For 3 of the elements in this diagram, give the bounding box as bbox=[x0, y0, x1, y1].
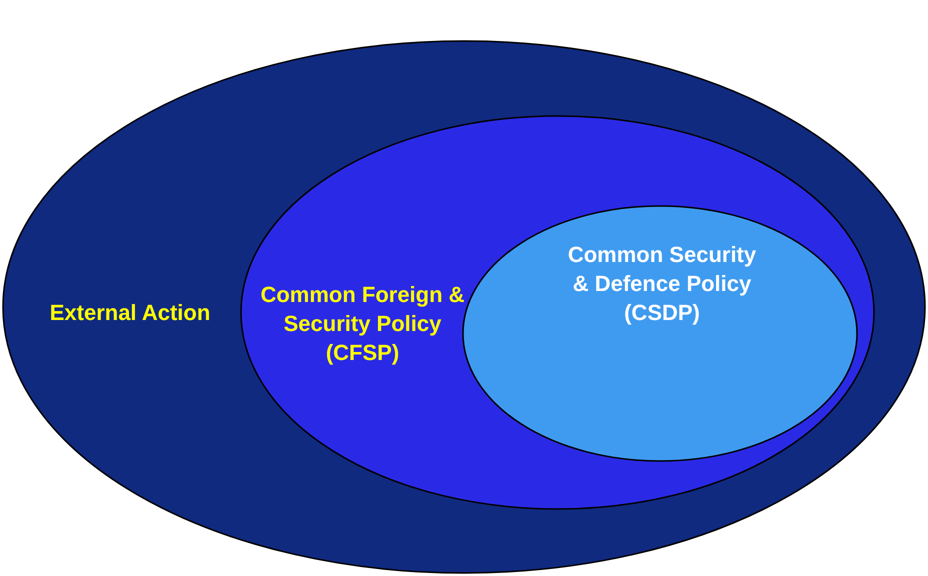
region-label: Common Security & Defence Policy (CSDP) bbox=[566, 241, 758, 327]
region-label: Common Foreign & Security Policy (CFSP) bbox=[259, 281, 466, 367]
region-label: External Action bbox=[48, 299, 212, 327]
